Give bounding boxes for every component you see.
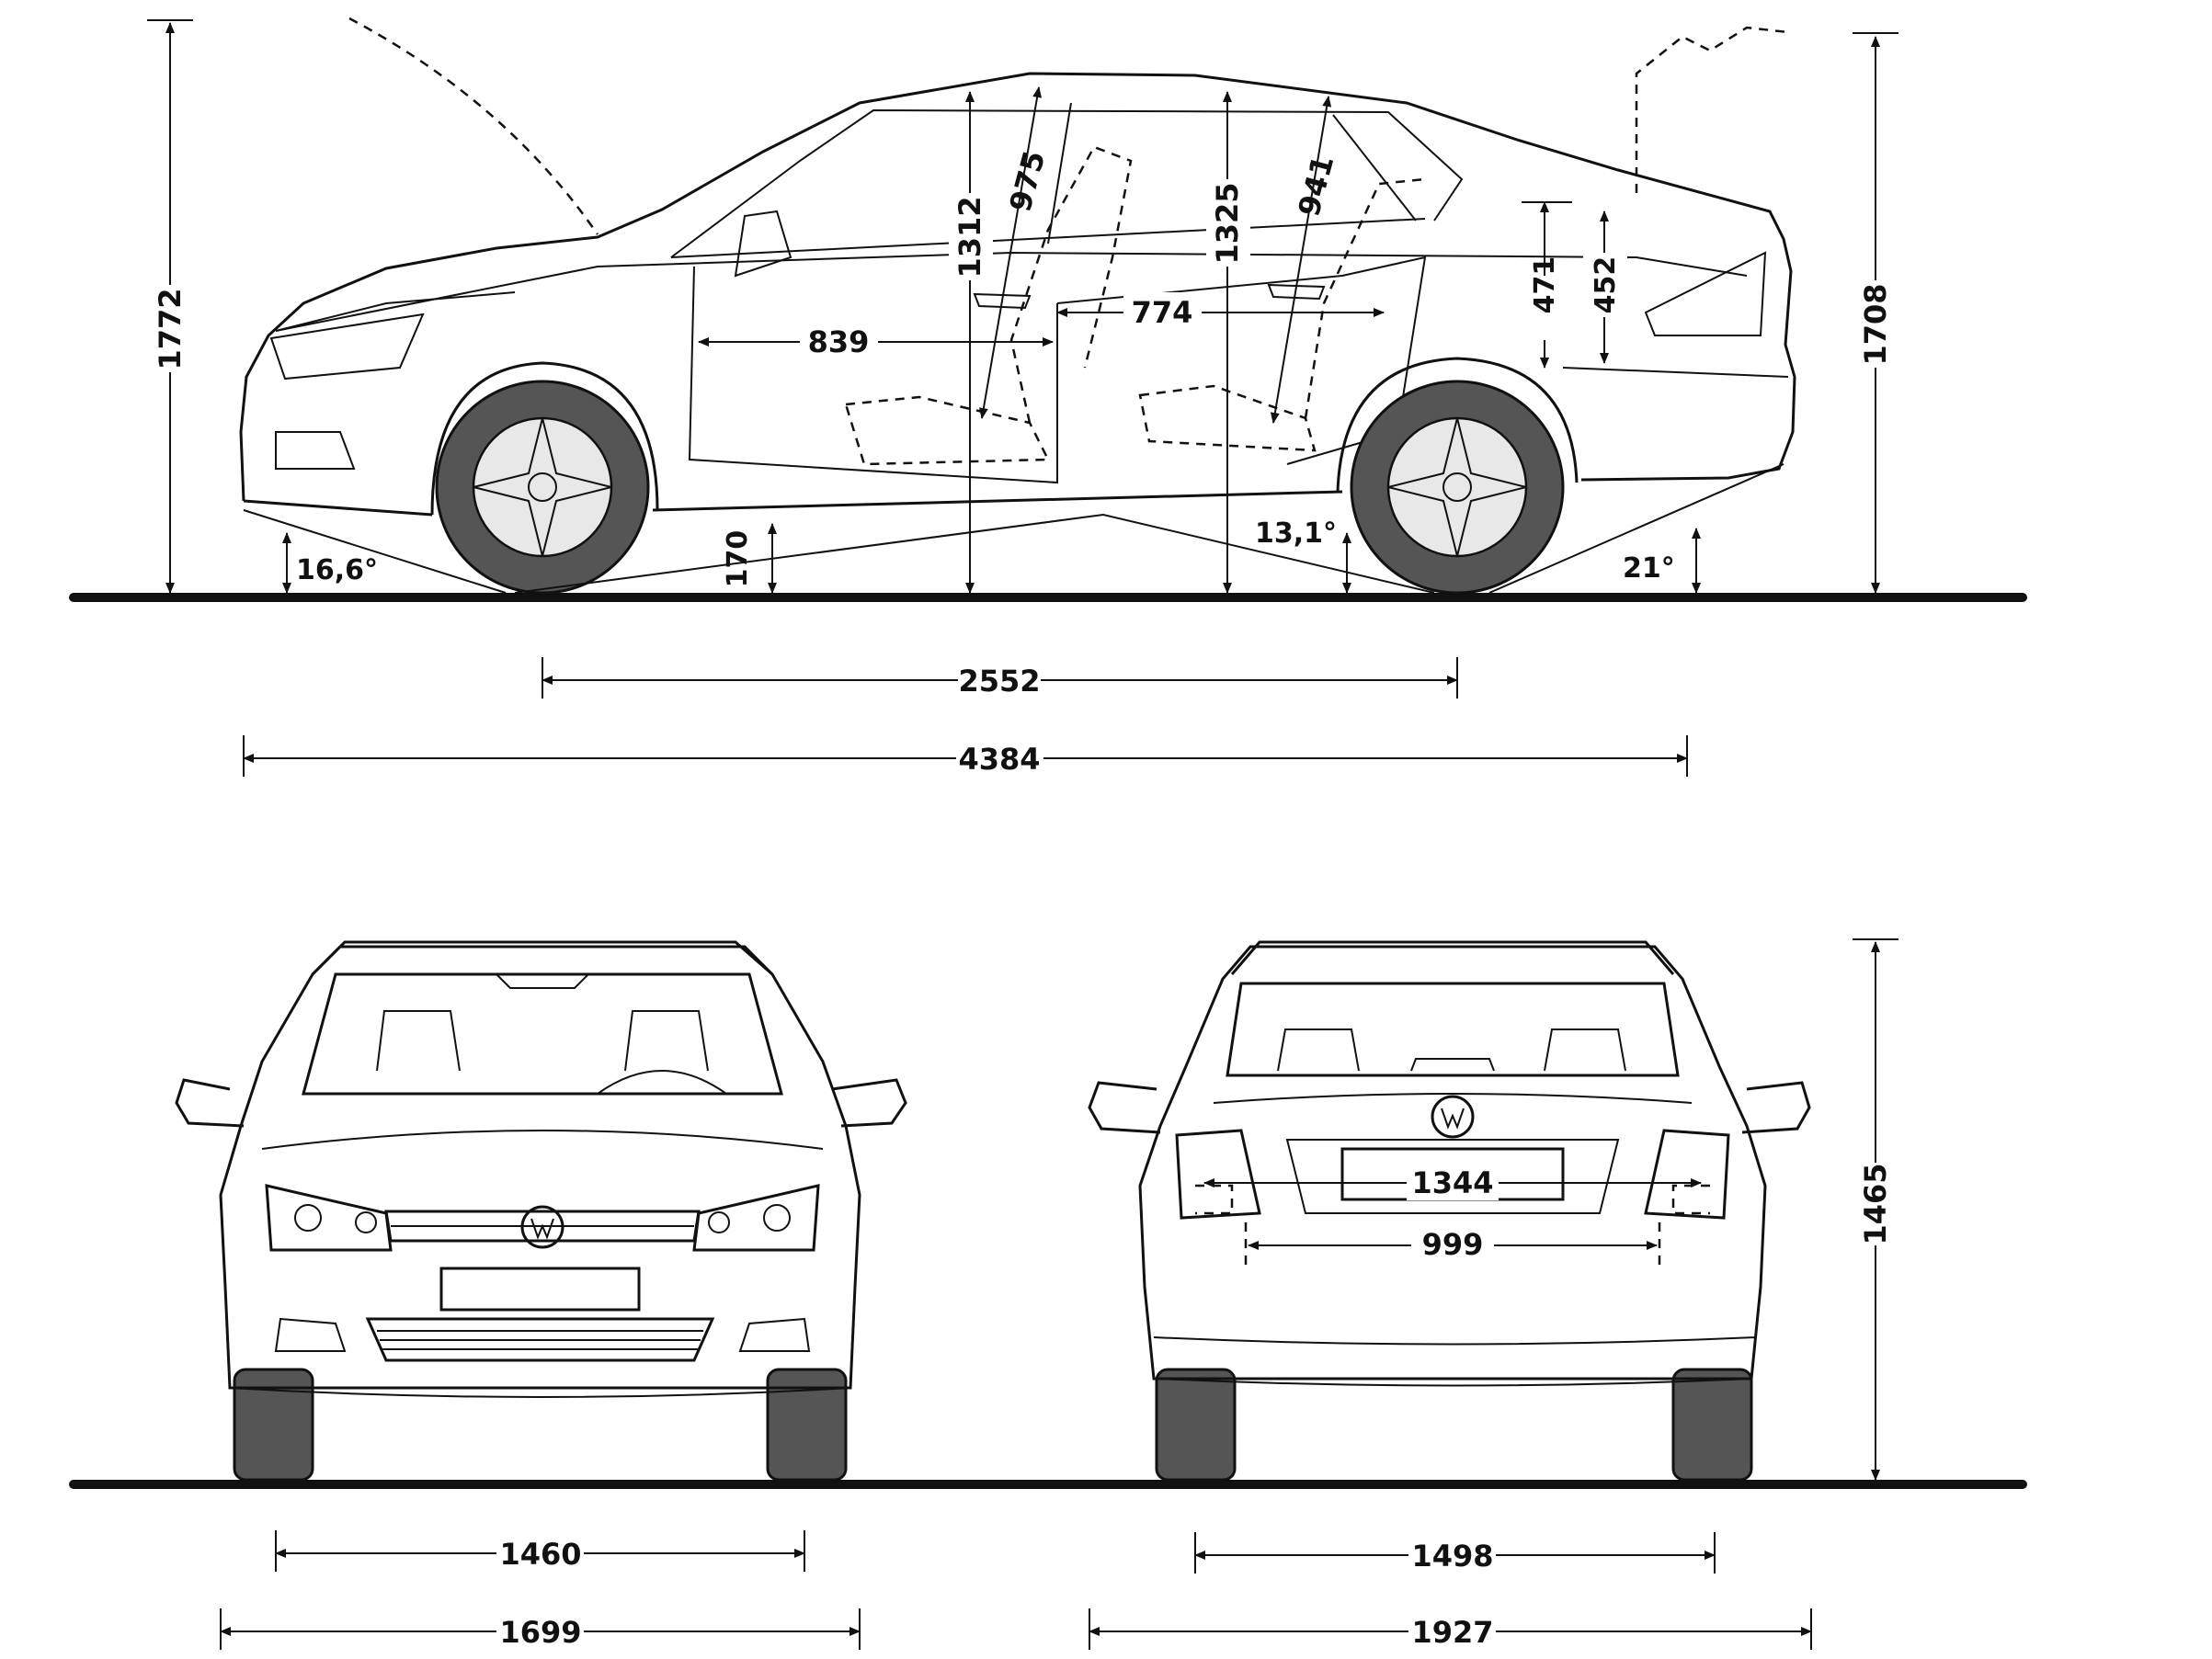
side-b-pillar — [1047, 102, 1072, 244]
label-rear-headroom: 1325 — [1210, 182, 1245, 264]
label-front-seat-height: 975 — [1002, 147, 1052, 215]
label-front-headroom: 1312 — [952, 196, 987, 278]
front-left-headlight — [265, 1184, 393, 1252]
rear-right-taillight — [1644, 1129, 1730, 1220]
side-c-pillar — [1332, 114, 1417, 222]
label-departure-angle: 21° — [1623, 552, 1675, 585]
front-left-headrest — [376, 1010, 461, 1072]
side-front-wheel-arch — [430, 361, 659, 516]
front-view: 1460 1699 — [69, 940, 2027, 1650]
side-front-door — [688, 266, 1058, 484]
rear-body-outline — [1138, 945, 1767, 1381]
rear-plate-recess — [1285, 1139, 1620, 1214]
front-rear-view-mirror — [496, 973, 589, 989]
front-right-headlight-lamp — [763, 1204, 791, 1232]
side-rear-wheel — [1350, 380, 1565, 595]
rear-bumper-bottom — [1157, 1378, 1752, 1387]
rear-left-taillight — [1175, 1129, 1261, 1220]
front-left-mirror — [175, 1078, 245, 1128]
side-greenhouse — [670, 108, 1464, 258]
front-lower-intake — [365, 1317, 715, 1362]
side-hood-open-arc — [348, 17, 599, 235]
dim-line-rear-seat-height — [1270, 96, 1332, 424]
approach-angle-line — [243, 509, 507, 594]
side-hood-line — [275, 291, 516, 332]
front-right-tire — [766, 1368, 848, 1482]
label-overall-height: 1772 — [153, 288, 188, 369]
label-approach-angle: 16,6° — [296, 554, 378, 586]
label-rear-width: 1927 — [1411, 1615, 1493, 1650]
label-trunk-opening: 452 — [1590, 256, 1622, 314]
front-vw-logo — [520, 1205, 564, 1249]
front-windshield — [302, 972, 783, 1096]
label-trunk-width-bottom: 999 — [1422, 1227, 1484, 1262]
side-view: 1772 1708 1312 1325 975 941 839 774 170 … — [69, 17, 2027, 777]
side-front-wheel — [435, 380, 650, 595]
rear-right-tire — [1671, 1368, 1753, 1482]
label-rear-track: 1498 — [1411, 1539, 1493, 1574]
rear-vw-logo — [1431, 1095, 1475, 1139]
label-front-legroom: 839 — [808, 324, 870, 359]
label-rear-legroom: 774 — [1132, 295, 1193, 330]
side-body-outline — [239, 72, 1796, 502]
rear-left-tire — [1155, 1368, 1237, 1482]
label-height-rear: 1708 — [1858, 283, 1893, 365]
label-overall-length: 4384 — [958, 742, 1040, 777]
label-trunk-height: 471 — [1529, 256, 1561, 314]
rear-window — [1226, 982, 1680, 1077]
side-mirror — [734, 210, 792, 278]
label-wheelbase: 2552 — [958, 664, 1040, 699]
front-left-fog-light — [274, 1317, 347, 1352]
dim-line-front-seat-height — [978, 86, 1043, 419]
front-left-headlight-lamp — [294, 1204, 322, 1232]
rear-right-mirror — [1741, 1081, 1811, 1134]
front-license-plate — [439, 1267, 641, 1312]
front-steering-wheel — [597, 1070, 727, 1095]
side-fog-light — [275, 431, 356, 470]
front-grille — [384, 1210, 701, 1243]
front-hood-line — [261, 1130, 824, 1150]
side-trunk-open-arc — [1635, 26, 1789, 193]
side-rear-wheel-arch — [1336, 357, 1579, 493]
front-left-tire — [233, 1368, 314, 1482]
rear-view: 1344 999 1465 1498 1927 — [1088, 938, 1898, 1650]
side-taillight — [1644, 251, 1767, 336]
side-rear-bumper — [1562, 367, 1789, 378]
label-rear-seat-height: 941 — [1291, 152, 1340, 220]
front-right-headrest — [624, 1010, 709, 1072]
label-front-width: 1699 — [499, 1615, 581, 1650]
front-bumper-bottom — [229, 1387, 851, 1398]
front-body-outline — [219, 945, 861, 1390]
rear-left-mirror — [1088, 1081, 1161, 1134]
breakover-angle-lines — [514, 513, 1435, 594]
side-front-bumper-lower — [243, 499, 433, 517]
rear-left-headrest — [1277, 1028, 1360, 1072]
label-breakover-angle: 13,1° — [1255, 517, 1337, 550]
side-headlight — [269, 312, 425, 381]
label-rear-height: 1465 — [1858, 1163, 1893, 1244]
label-trunk-width-top: 1344 — [1411, 1165, 1493, 1200]
front-roof — [311, 940, 773, 976]
rear-right-headrest — [1544, 1028, 1626, 1072]
rear-bumper-line — [1153, 1336, 1757, 1346]
side-rocker — [652, 490, 1343, 512]
front-right-headlight — [692, 1184, 820, 1252]
departure-angle-line — [1488, 463, 1784, 594]
front-right-mirror — [831, 1078, 907, 1128]
rear-brake-light — [1410, 1058, 1495, 1072]
rear-trunk-line — [1213, 1093, 1693, 1104]
rear-roof — [1230, 940, 1675, 975]
front-right-fog-light — [738, 1317, 811, 1352]
label-ground-clearance: 170 — [722, 530, 754, 588]
label-front-track: 1460 — [499, 1537, 581, 1572]
